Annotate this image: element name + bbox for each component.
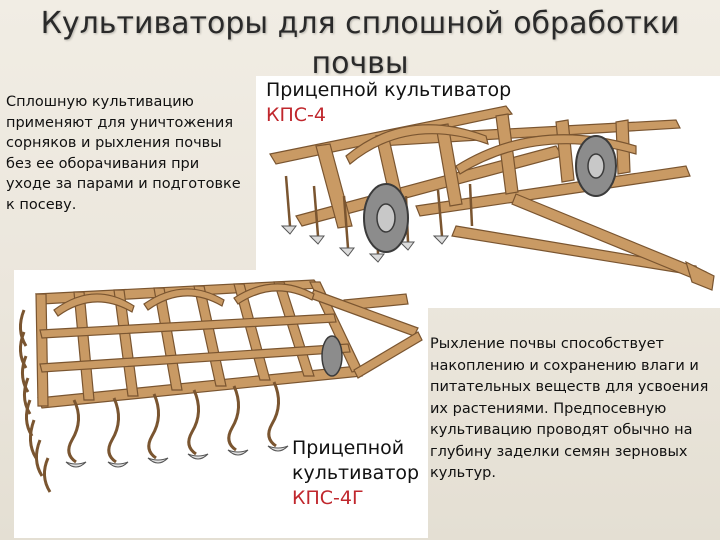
wheel-icon <box>575 135 617 197</box>
top-caption-model: КПС-4 <box>266 104 326 126</box>
bottom-caption: Прицепной культиватор КПС-4Г <box>292 436 424 511</box>
cultivator-kps4-image <box>256 76 720 308</box>
cultivator-kps4g-image <box>14 270 428 538</box>
top-caption-name: Прицепной культиватор <box>266 79 512 101</box>
bottom-caption-name-line1: Прицепной <box>292 437 405 459</box>
bottom-caption-name-line2: культиватор <box>292 462 420 484</box>
bottom-text: Рыхление почвы способствует накоплению и… <box>430 336 709 481</box>
top-caption: Прицепной культиватор КПС-4 <box>266 78 511 128</box>
intro-text: Сплошную культивацию применяют для уничт… <box>6 94 241 213</box>
cultivator-kps4g-illustration <box>19 279 423 493</box>
wheel-icon <box>363 183 409 253</box>
bottom-caption-model: КПС-4Г <box>292 487 364 509</box>
wheel-icon <box>321 335 343 377</box>
cultivator-kps4-illustration <box>269 105 715 291</box>
slide-title: Культиваторы для сплошной обработки почв… <box>40 6 680 81</box>
